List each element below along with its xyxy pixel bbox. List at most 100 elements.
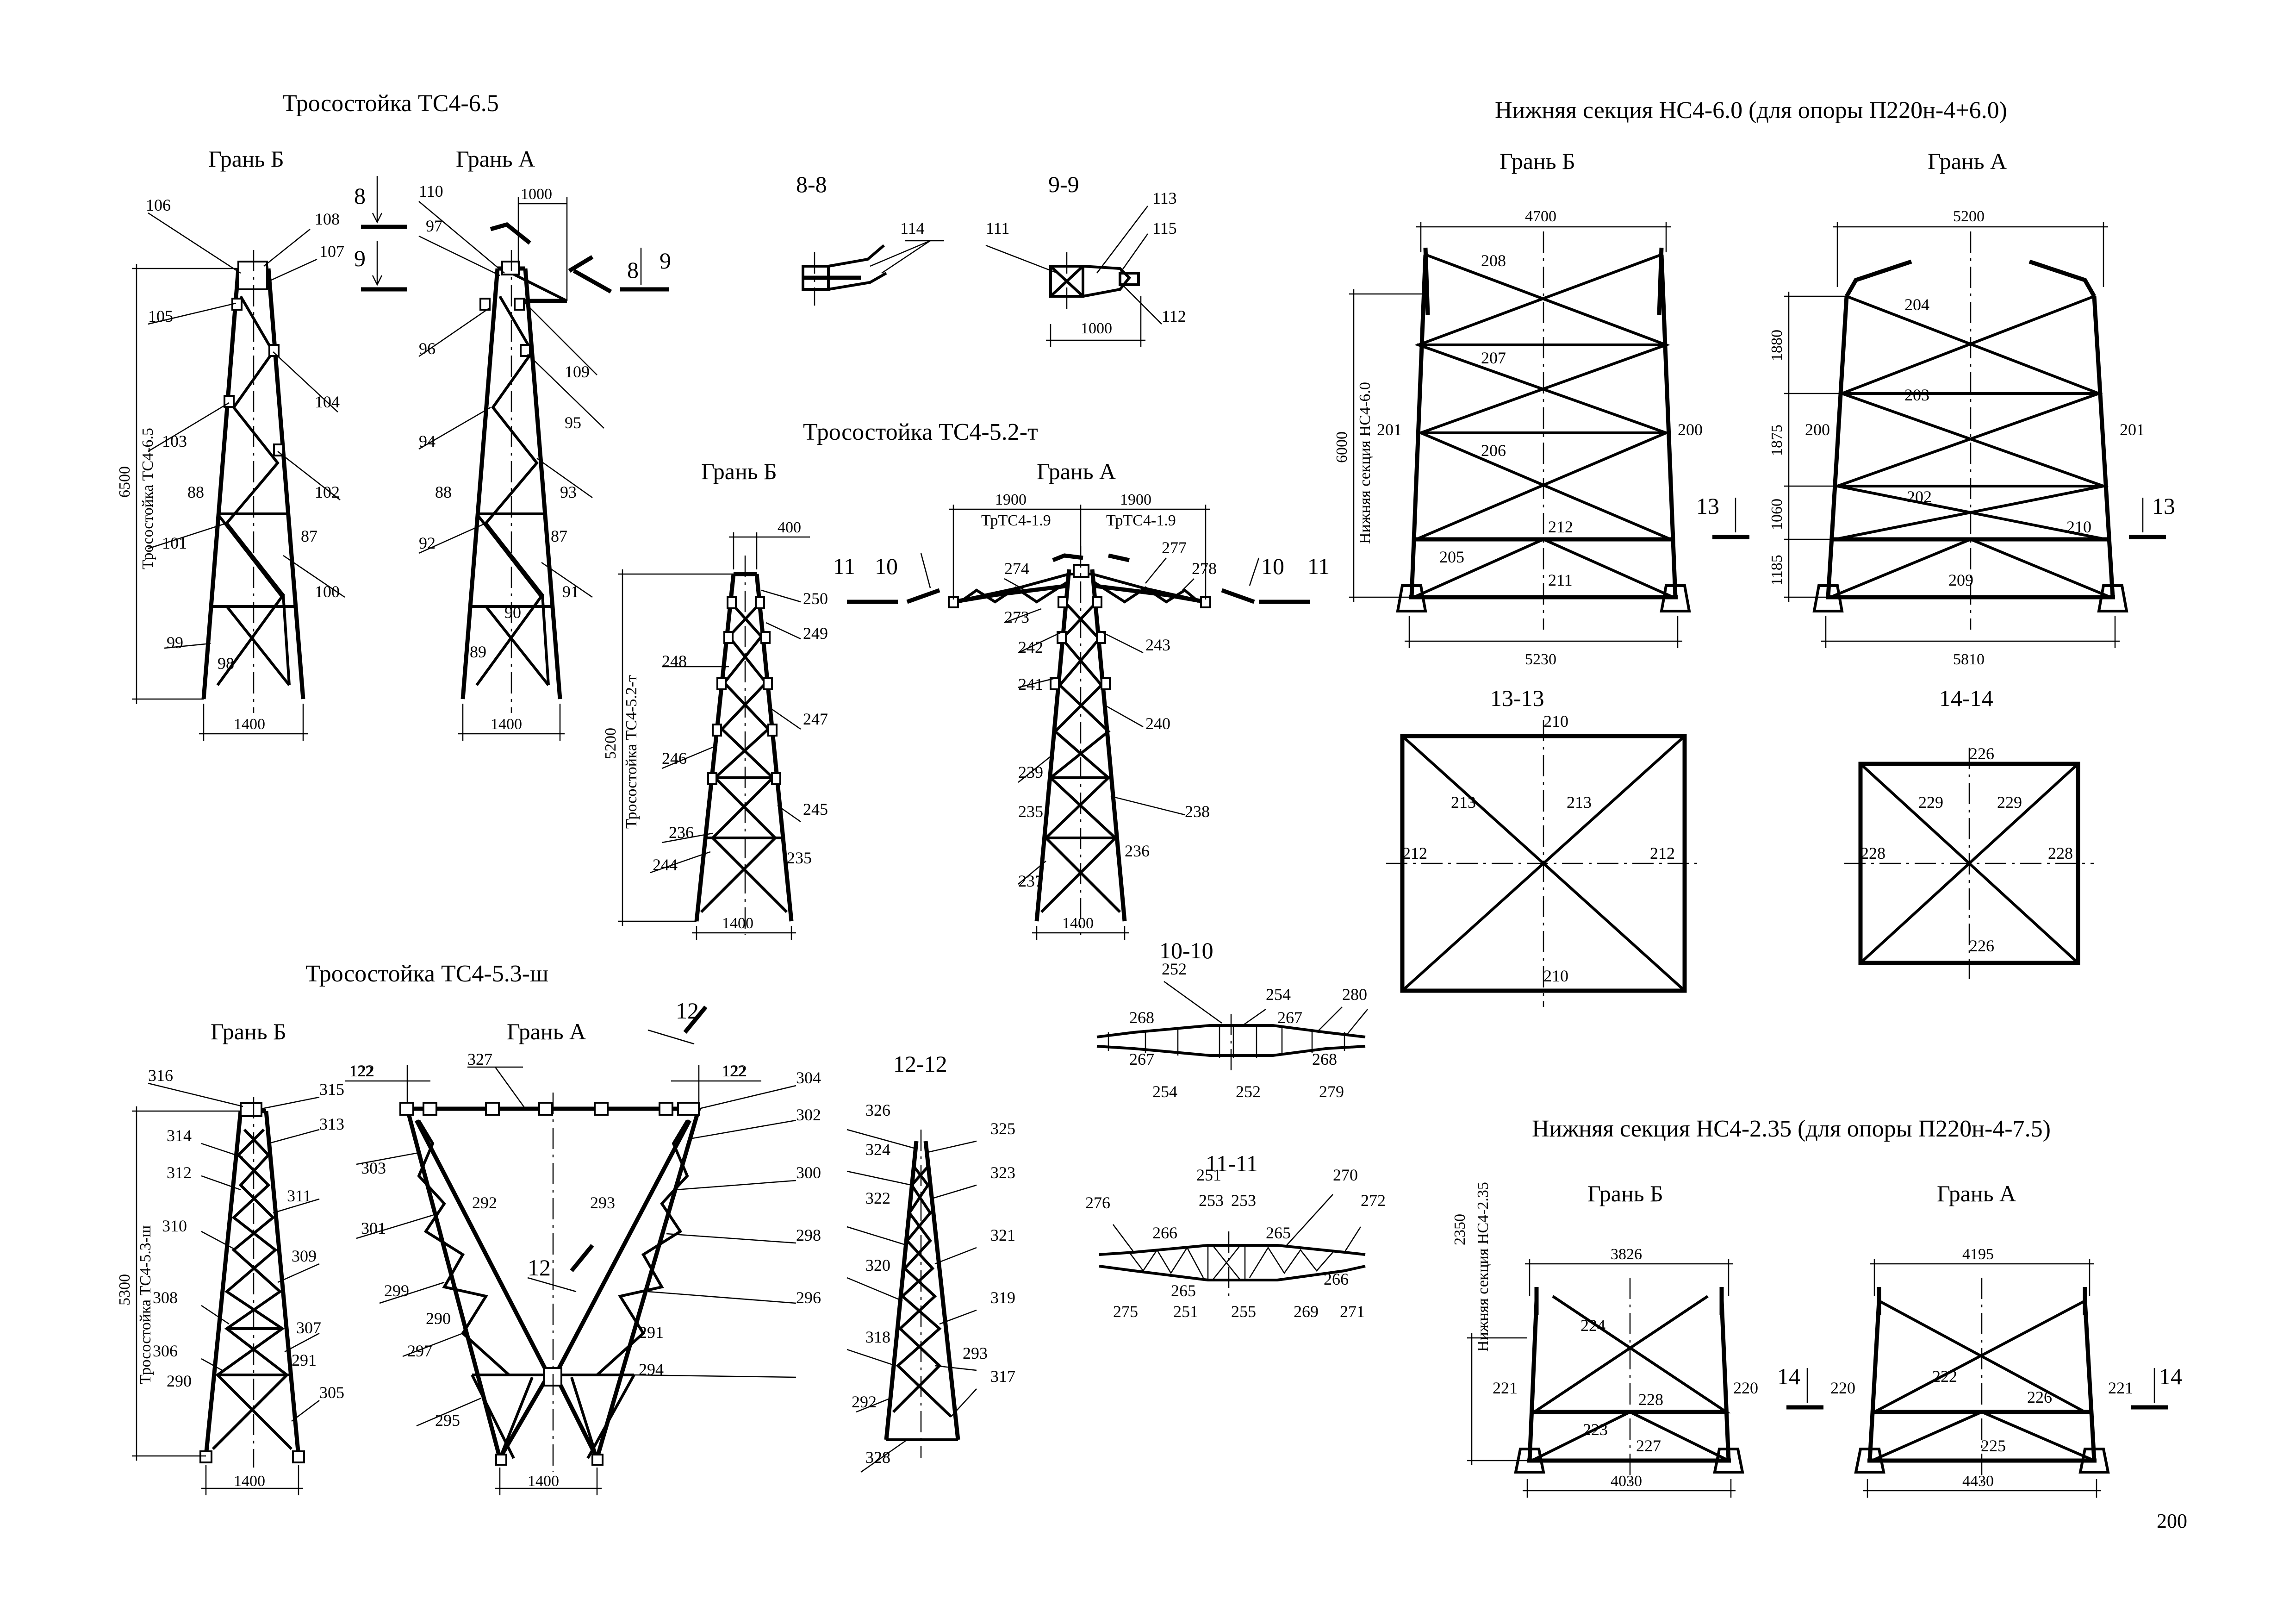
part-number: 279 [1319,1082,1344,1101]
part-number: 104 [315,393,340,411]
part-number: 252 [1236,1082,1261,1101]
title-ns4-60: Нижняя секция НС4-6.0 (для опоры П220н-4… [1495,97,2007,124]
part-number: 293 [590,1193,615,1212]
part-number: 226 [1969,744,1994,763]
part-number: 122 [349,1062,374,1080]
part-number: 310 [162,1217,187,1235]
face-label-a: Грань А [456,146,535,172]
vertical-label-tc4-65: Тросостойка ТС4-6.5 [139,428,156,569]
part-number: 224 [1580,1316,1605,1335]
cut-mark-14: 14 [2159,1363,2182,1389]
part-number: 308 [153,1288,178,1307]
title-tc4-53: Тросостойка ТС4-5.3-ш [305,961,548,987]
part-number: 269 [1294,1302,1319,1321]
part-number: 271 [1340,1302,1365,1321]
part-number: 100 [315,582,340,601]
part-number: 323 [990,1163,1015,1182]
part-number: 220 [1830,1379,1855,1397]
part-number: 228 [1860,844,1885,862]
face-label-b: Грань Б [701,458,777,484]
part-number: 241 [1018,675,1043,693]
part-number: 88 [435,483,452,501]
title-tc4-65: Тросостойка ТС4-6.5 [282,90,499,117]
part-number: 95 [565,413,581,432]
part-number: 314 [167,1126,192,1145]
part-number: 227 [1636,1437,1661,1455]
part-number: 213 [1451,793,1476,812]
dim-1400: 1400 [491,716,522,733]
part-number: 251 [1173,1302,1198,1321]
part-number: 113 [1152,189,1177,207]
part-number: 106 [146,196,171,214]
part-number: 229 [1997,793,2022,812]
part-number: 322 [865,1189,890,1207]
part-number: 109 [565,362,590,381]
part-number: 201 [2120,420,2145,439]
cut-mark-9: 9 [660,248,671,274]
part-number: 91 [562,582,579,601]
section-label-10-10: 10-10 [1159,937,1213,963]
part-number: 272 [1361,1191,1386,1210]
part-number: 228 [1638,1390,1663,1409]
part-number: 88 [187,483,204,501]
section-10-10-drawing [1096,981,1368,1074]
part-number: 122 [722,1062,747,1080]
vertical-label-ns4-235: Нижняя секция НС4-2.35 [1475,1182,1492,1352]
tower-tc4-52-face-a [847,505,1310,940]
part-number: 205 [1439,548,1464,566]
part-number: 304 [796,1068,821,1087]
part-number: 225 [1981,1437,2006,1455]
dim-1185: 1185 [1768,555,1786,586]
face-label-b: Грань Б [1500,148,1575,174]
tower-tc4-65-face-b [132,212,345,741]
section-ns4-60-face-a [1712,222,2166,648]
part-number: 327 [467,1050,492,1068]
part-number: 105 [148,307,173,325]
cut-mark-10: 10 [1261,553,1284,579]
part-number: 98 [218,654,234,673]
part-number: 276 [1085,1193,1110,1212]
dim-122: 122 [349,1063,373,1080]
part-number: 208 [1481,251,1506,270]
part-number: 321 [990,1226,1015,1244]
section-ns4-235-face-b [1467,1259,1744,1498]
dim-1060: 1060 [1768,499,1786,530]
section-12-12-drawing [846,1129,977,1473]
part-number: 298 [796,1226,821,1244]
part-number: 299 [384,1281,409,1300]
face-label-b: Грань Б [1587,1181,1663,1206]
vertical-label-tc4-52: Тросостойка ТС4-5.2-т [623,675,640,829]
face-label-a: Грань А [507,1018,586,1044]
part-number: 300 [796,1163,821,1182]
face-label-b: Грань Б [208,146,284,172]
tower-tc4-65-face-a [418,197,604,741]
part-number: 268 [1312,1050,1337,1068]
dim-1400: 1400 [234,716,265,733]
tower-tc4-53-face-a [345,1006,796,1495]
part-number: 315 [319,1080,344,1099]
part-number: 200 [1805,420,1830,439]
part-number: 202 [1907,487,1932,506]
sub-label-trtc-left: ТрТС4-1.9 [981,512,1051,529]
part-number: 253 [1231,1191,1256,1210]
part-number: 203 [1904,386,1929,404]
dim-4195: 4195 [1962,1246,1994,1263]
part-number: 255 [1231,1302,1256,1321]
cut-mark-12: 12 [528,1255,551,1280]
dim-4030: 4030 [1611,1473,1642,1490]
part-number: 211 [1548,571,1573,589]
cut-mark-13: 13 [1696,493,1719,519]
part-number: 252 [1162,960,1187,978]
part-number: 277 [1162,538,1187,557]
part-number: 248 [662,652,687,670]
dim-5200: 5200 [602,728,619,759]
section-ns4-235-face-a [1786,1259,2168,1498]
page-number: 200 [2157,1510,2187,1532]
part-number: 220 [1733,1379,1758,1397]
part-number: 328 [865,1448,890,1467]
part-number: 222 [1932,1367,1957,1386]
face-label-b: Грань Б [211,1018,286,1044]
part-number: 312 [167,1163,192,1182]
cut-mark-12: 12 [676,998,699,1024]
dim-1400: 1400 [234,1473,265,1490]
